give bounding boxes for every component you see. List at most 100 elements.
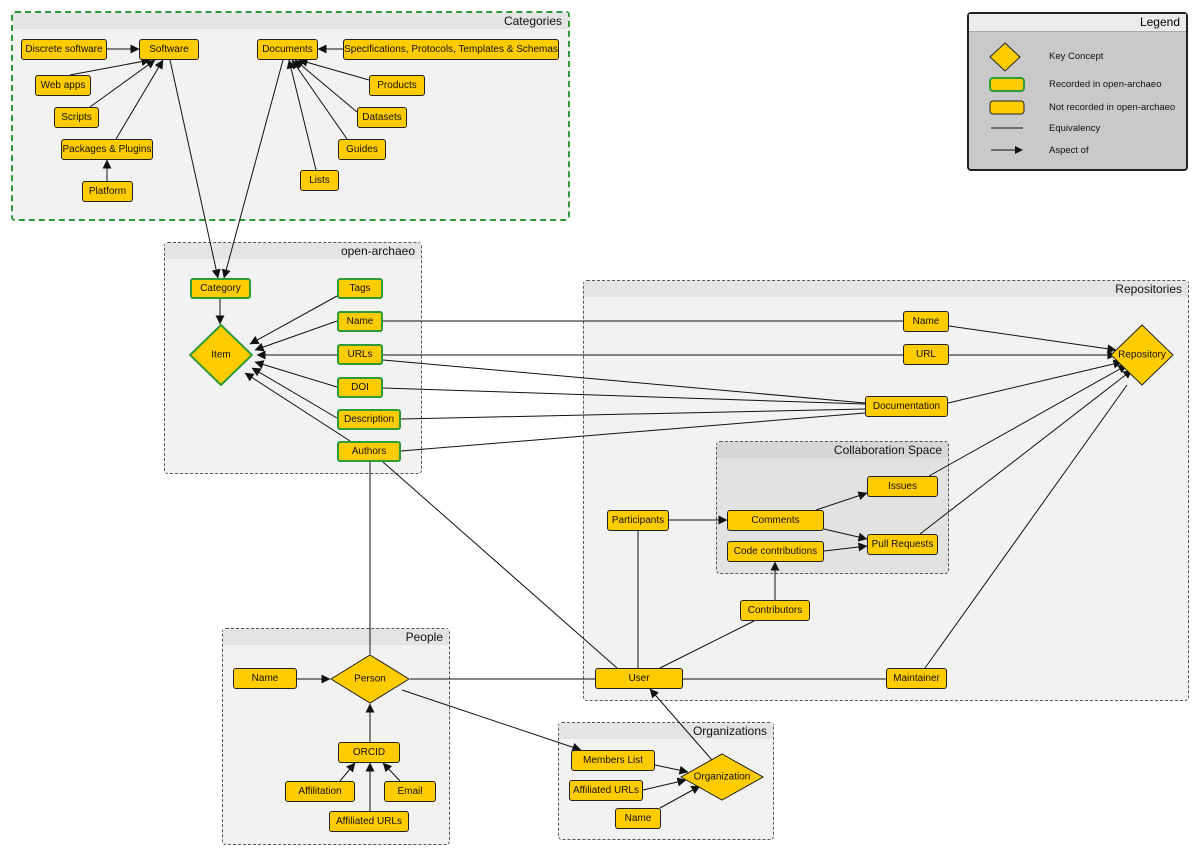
repo-name-node: Name [903, 311, 949, 332]
category-node: Category [190, 278, 251, 299]
person-affiliated-urls-node: Affiliated URLs [329, 811, 409, 832]
user-node: User [595, 668, 683, 689]
repository-diamond: Repository [1110, 324, 1174, 386]
equivalency-edge [382, 359, 866, 404]
datasets-node: Datasets [357, 107, 407, 128]
aspect-of-edge [659, 785, 701, 809]
aspect-of-edge [291, 59, 348, 140]
maintainer-node: Maintainer [886, 668, 947, 689]
issues-node: Issues [867, 476, 938, 497]
aspect-of-edge [298, 58, 370, 81]
pull-requests-node: Pull Requests [867, 534, 938, 555]
aspect-of-edge [649, 688, 713, 761]
person-label: Person [354, 673, 386, 685]
aspect-of-edge [919, 369, 1133, 535]
guides-node: Guides [338, 139, 386, 160]
aspect-of-edge [115, 59, 164, 140]
equivalency-edge [400, 408, 866, 420]
aspect-of-edge [928, 364, 1128, 477]
documents-node: Documents [257, 39, 318, 60]
aspect-of-edge [339, 762, 356, 782]
contributors-node: Contributors [740, 600, 810, 621]
packages-plugins-node: Packages & Plugins [61, 139, 153, 160]
repository-label: Repository [1118, 349, 1166, 361]
aspect-of-edge [823, 528, 868, 542]
org-affiliated-urls-node: Affiliated URLs [569, 780, 643, 801]
equivalency-edge [382, 461, 618, 669]
legend-equivalency: Equivalency [1049, 123, 1101, 134]
authors-node: Authors [337, 441, 401, 462]
legend-aspect-of: Aspect of [1049, 145, 1089, 156]
aspect-of-edge [654, 764, 689, 775]
aspect-of-edge [244, 372, 351, 442]
description-node: Description [337, 409, 401, 430]
legend-not-recorded: Not recorded in open-archaeo [1049, 102, 1176, 113]
email-node: Email [384, 781, 436, 802]
oa-name-node: Name [337, 311, 383, 332]
aspect-of-edge [815, 491, 868, 511]
code-contributions-node: Code contributions [727, 541, 824, 562]
discrete-software-node: Discrete software [21, 39, 107, 60]
person-diamond: Person [330, 654, 410, 704]
aspect-of-edge [286, 59, 317, 171]
tags-node: Tags [337, 278, 383, 299]
software-node: Software [139, 39, 199, 60]
people-title: People [223, 629, 449, 645]
organization-label: Organization [693, 771, 751, 783]
equivalency-edge [659, 620, 755, 669]
person-name-node: Name [233, 668, 297, 689]
oa-urls-node: URLs [337, 344, 383, 365]
item-diamond: Item [189, 324, 253, 386]
legend-box: Legend Key Concept Recorded in open-arch… [967, 12, 1188, 171]
key-concept-diamond-icon [989, 42, 1021, 75]
repo-url-node: URL [903, 344, 949, 365]
equivalency-edge [400, 412, 866, 452]
organization-diamond: Organization [680, 753, 764, 801]
equivalency-edge [382, 387, 866, 405]
members-list-node: Members List [571, 750, 655, 771]
collaboration-space-title: Collaboration Space [717, 442, 948, 458]
item-label: Item [211, 349, 231, 361]
aspect-of-edge [642, 777, 687, 791]
categories-title: Categories [13, 13, 568, 29]
aspect-of-edge [401, 689, 582, 752]
aspect-of-edge [169, 59, 221, 279]
aspect-of-edge [69, 57, 151, 76]
legend-key-concept: Key Concept [1049, 51, 1104, 62]
aspect-of-edge [823, 542, 868, 552]
collaboration-space-group: Collaboration Space [716, 441, 949, 574]
aspect-of-edge [249, 295, 338, 345]
participants-node: Participants [607, 510, 669, 531]
aspect-of-edge [382, 762, 401, 782]
organizations-title: Organizations [559, 723, 773, 739]
aspect-of-edge [947, 359, 1123, 404]
platform-node: Platform [82, 181, 133, 202]
comments-node: Comments [727, 510, 824, 531]
aspect-of-edge [254, 320, 338, 352]
repositories-title: Repositories [584, 281, 1188, 297]
org-name-node: Name [615, 808, 661, 829]
documentation-node: Documentation [865, 396, 948, 417]
doi-node: DOI [337, 377, 383, 398]
affiliation-node: Affilitation [285, 781, 355, 802]
aspect-of-edge [89, 59, 156, 108]
orcid-node: ORCID [338, 742, 400, 763]
web-apps-node: Web apps [35, 75, 91, 96]
aspect-of-edge [221, 59, 284, 279]
legend-title: Legend [969, 14, 1186, 32]
equivalency-edge [924, 384, 1128, 669]
people-group: People [222, 628, 450, 845]
aspect-of-edge [948, 325, 1117, 354]
open-archaeo-title: open-archaeo [165, 243, 421, 259]
aspect-of-edge [254, 360, 338, 388]
not-recorded-swatch-icon [989, 100, 1025, 118]
specifications-node: Specifications, Protocols, Templates & S… [343, 39, 559, 60]
legend-recorded: Recorded in open-archaeo [1049, 79, 1162, 90]
scripts-node: Scripts [54, 107, 99, 128]
aspect-of-edge [294, 59, 358, 113]
products-node: Products [369, 75, 425, 96]
aspect-of-arrow-icon [989, 145, 1025, 158]
recorded-swatch-icon [989, 77, 1025, 95]
aspect-of-edge [251, 367, 338, 419]
